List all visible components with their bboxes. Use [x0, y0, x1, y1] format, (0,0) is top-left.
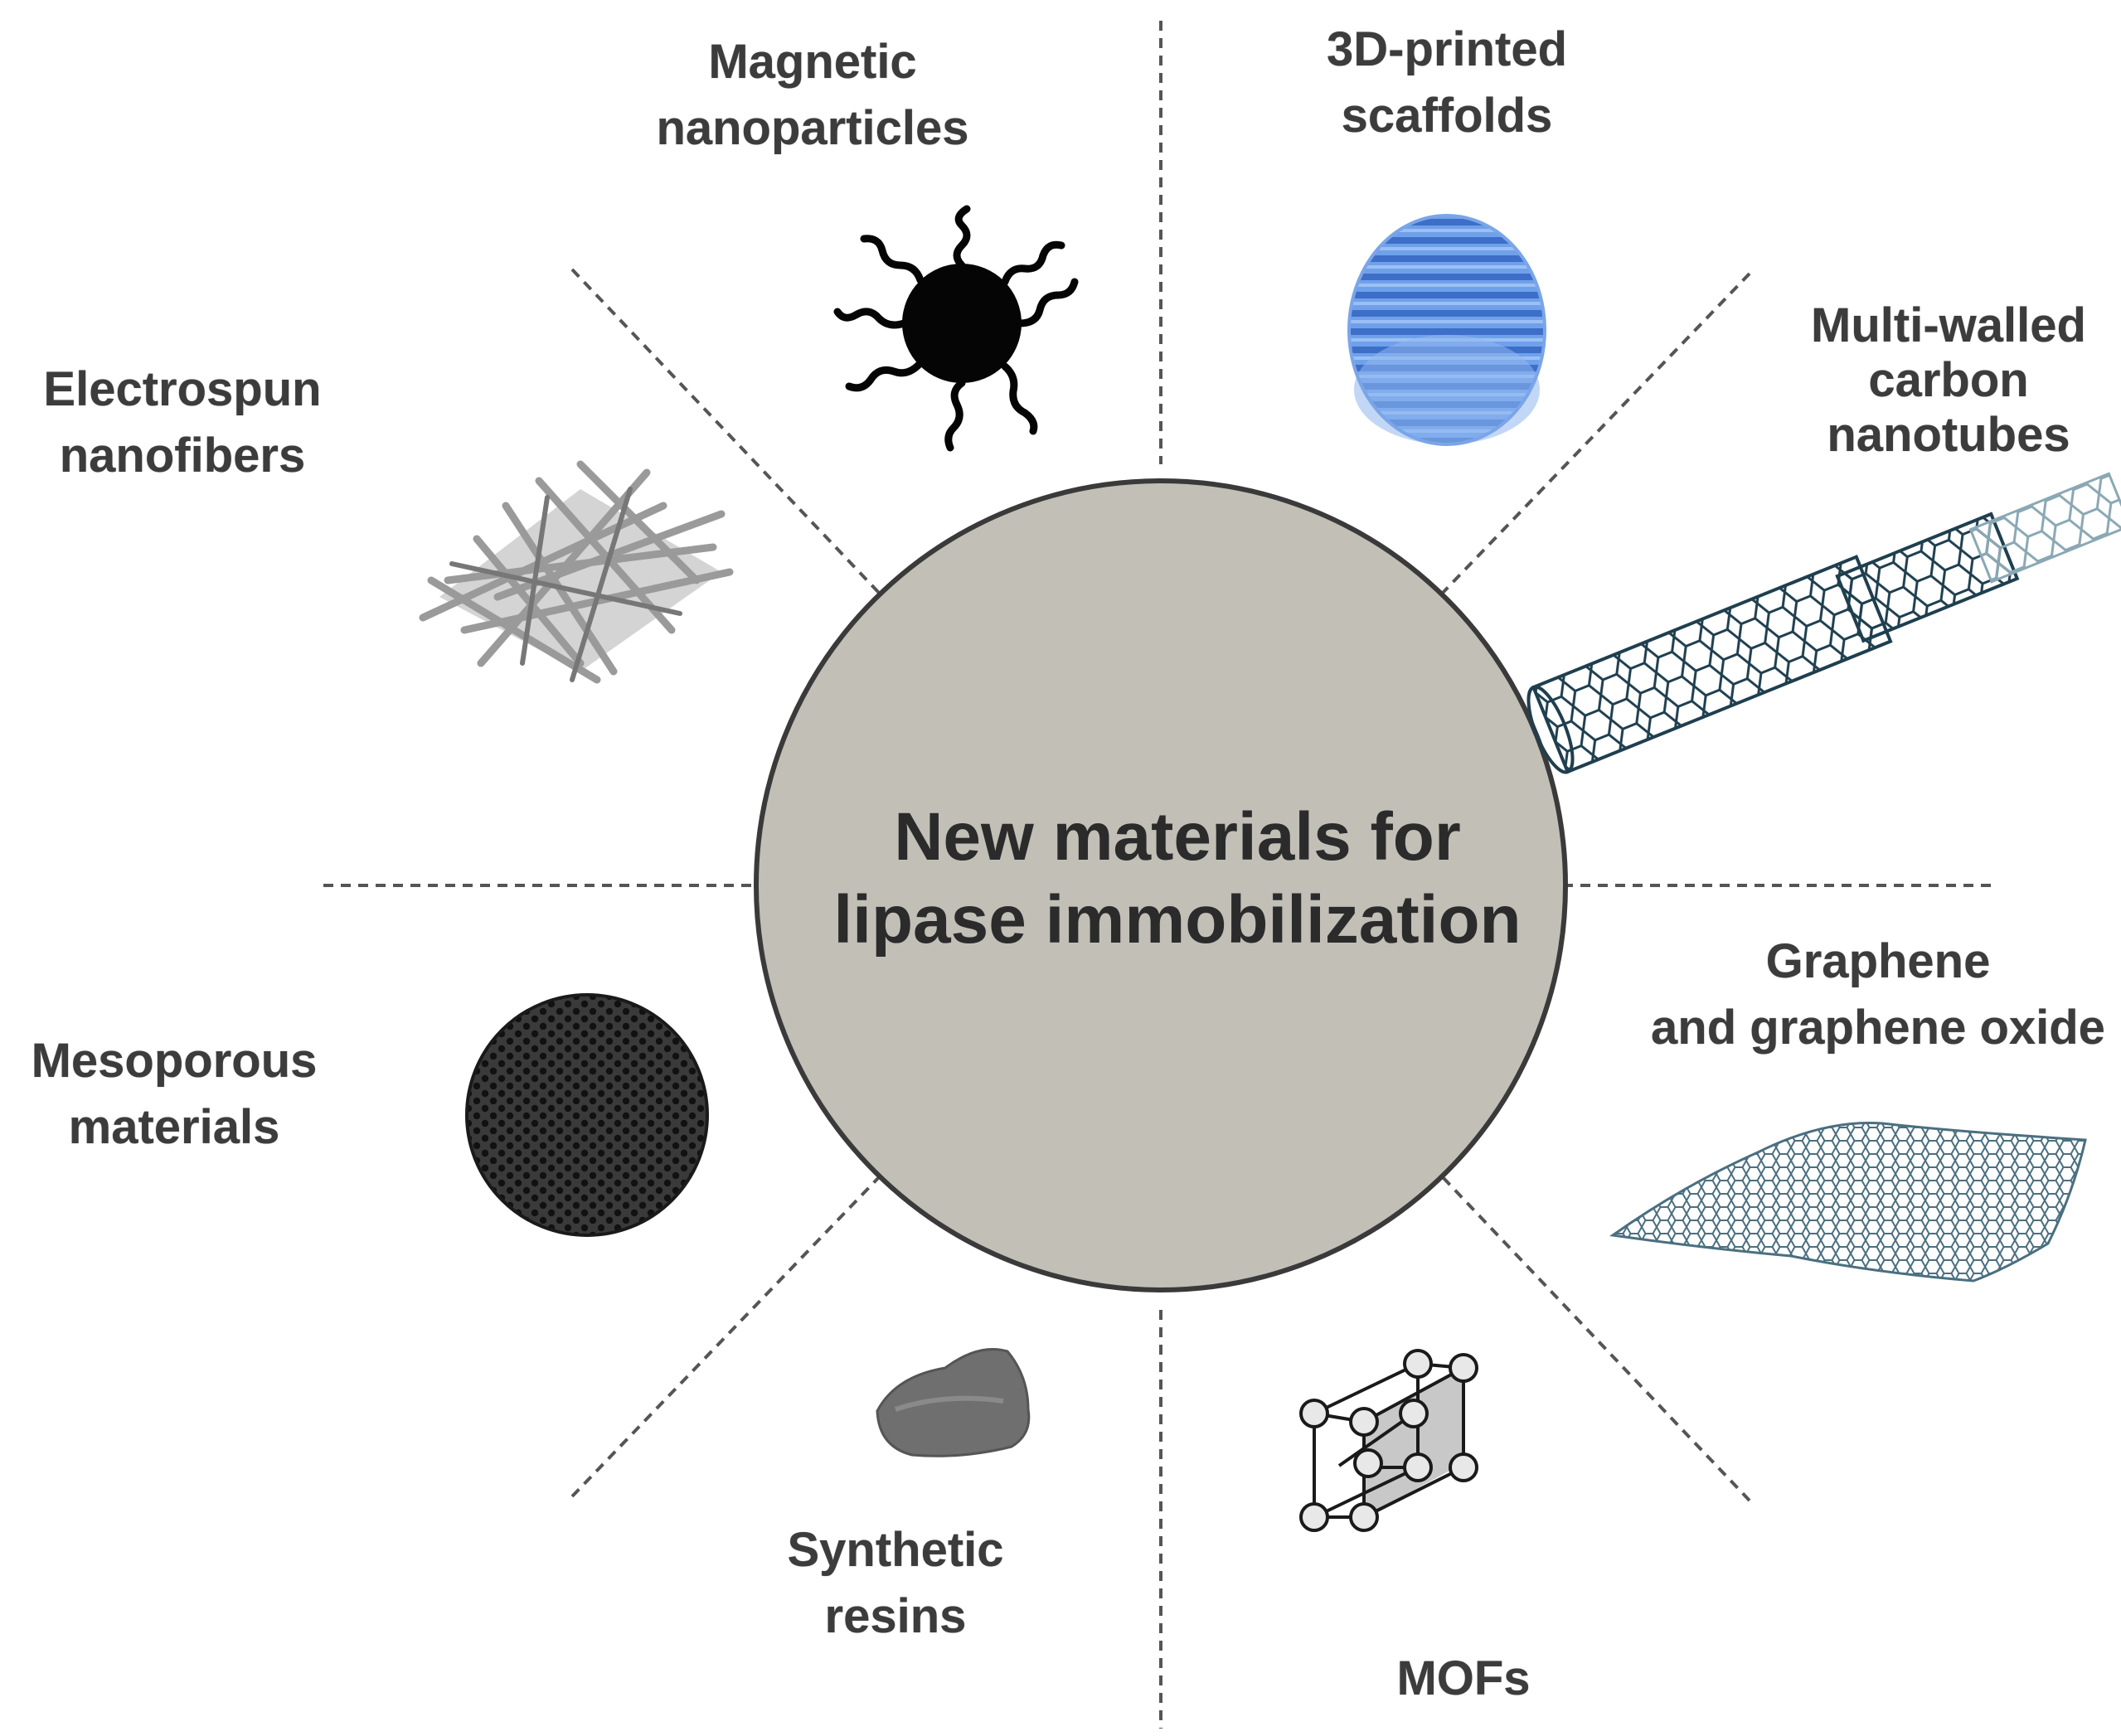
electrospun-nanofiber-icon: [419, 460, 734, 684]
center-title-line1: New materials for: [894, 799, 1461, 875]
center-circle: [754, 478, 1568, 1292]
label-line: materials: [68, 1100, 280, 1154]
mof-cube-icon: [1299, 1349, 1478, 1532]
label-line: Synthetic: [787, 1523, 1004, 1577]
center-title: New materials for lipase immobilization: [763, 796, 1592, 962]
label-line: Electrospun: [43, 362, 322, 416]
label-line: nanofibers: [59, 429, 306, 482]
label-line: scaffolds: [1341, 89, 1553, 143]
label-line: nanotubes: [1827, 408, 2070, 462]
label-line: nanoparticles: [656, 101, 969, 155]
label-synthetic-resins: Synthetic resins: [730, 1517, 1061, 1650]
graphene-sheet-icon: [1609, 1121, 2087, 1283]
label-magnetic-nanoparticles: Magnetic nanoparticles: [630, 29, 995, 162]
label-line: 3D-printed: [1327, 22, 1567, 76]
label-line: and graphene oxide: [1651, 1001, 2105, 1055]
label-line: resins: [824, 1589, 967, 1643]
label-mofs: MOFs: [1339, 1646, 1588, 1712]
center-title-line2: lipase immobilization: [833, 882, 1522, 958]
label-multi-walled-carbon-nanotubes: Multi-walled carbon nanotubes: [1783, 298, 2114, 463]
label-electrospun-nanofibers: Electrospun nanofibers: [17, 356, 348, 489]
3d-printed-scaffold-icon: [1347, 214, 1546, 446]
label-line: Mesoporous: [31, 1034, 318, 1088]
magnetic-nanoparticle-icon: [833, 205, 1079, 452]
mesoporous-sphere-icon: [465, 993, 709, 1237]
carbon-nanotube-icon: [1526, 472, 2121, 774]
synthetic-resin-icon: [876, 1348, 1031, 1457]
label-graphene-and-graphene-oxide: Graphene and graphene oxide: [1646, 929, 2110, 1061]
label-mesoporous-materials: Mesoporous materials: [8, 1028, 340, 1161]
label-line: Magnetic: [708, 35, 917, 89]
label-line: MOFs: [1396, 1651, 1531, 1705]
divider-lines: [323, 21, 1998, 1729]
label-line: carbon: [1868, 353, 2029, 407]
label-line: Graphene: [1765, 934, 1991, 988]
label-line: Multi-walled: [1811, 298, 2086, 352]
label-3d-printed-scaffolds: 3D-printed scaffolds: [1281, 17, 1613, 149]
